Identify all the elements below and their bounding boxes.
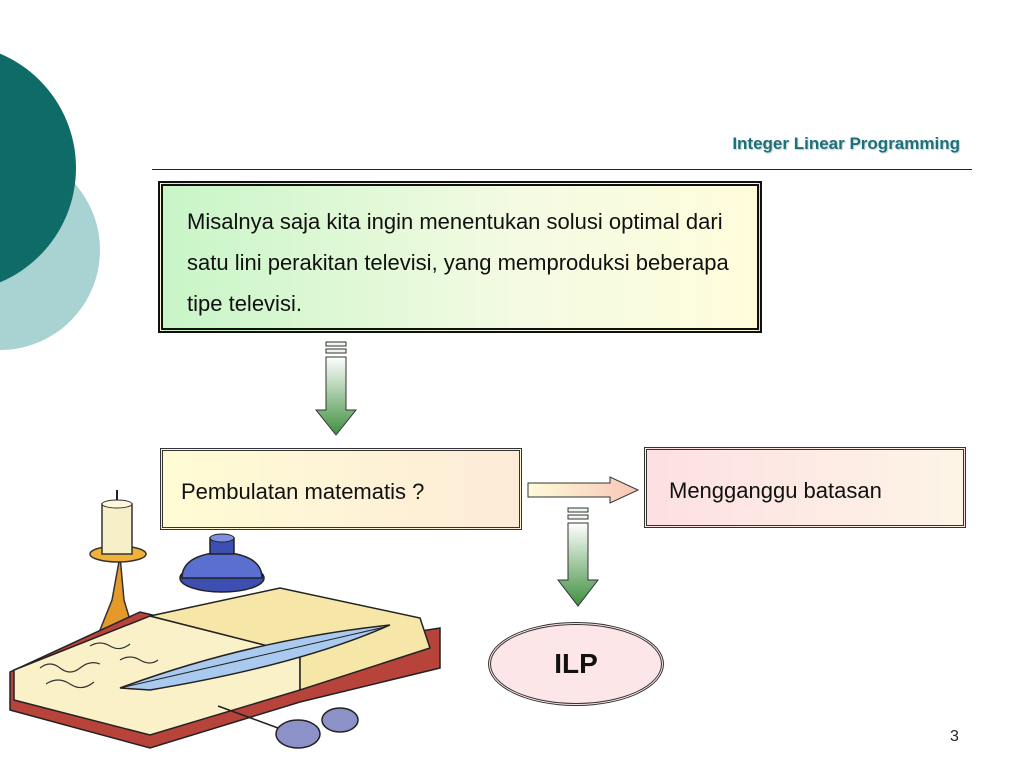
- constraint-violation-box: Mengganggu batasan: [644, 447, 966, 528]
- right-arrow-icon: [527, 476, 640, 504]
- decorative-circles: [0, 53, 100, 350]
- page-number: 3: [950, 728, 959, 745]
- down-arrow-icon: [314, 341, 358, 436]
- constraint-violation-text: Mengganggu batasan: [669, 478, 882, 503]
- ilp-oval: ILP: [488, 622, 664, 706]
- rounding-box: Pembulatan matematis ?: [160, 448, 522, 530]
- intro-text: Misalnya saja kita ingin menentukan solu…: [187, 209, 729, 316]
- down-arrow-icon: [556, 507, 600, 607]
- slide-title: Integer Linear Programming: [732, 134, 960, 153]
- rounding-text: Pembulatan matematis ?: [181, 479, 425, 504]
- ilp-label: ILP: [554, 648, 598, 679]
- intro-textbox: Misalnya saja kita ingin menentukan solu…: [158, 181, 762, 333]
- title-divider: [152, 169, 972, 170]
- book-quill-candle-clipart-icon: [9, 490, 441, 749]
- dark-teal-circle: [0, 53, 76, 283]
